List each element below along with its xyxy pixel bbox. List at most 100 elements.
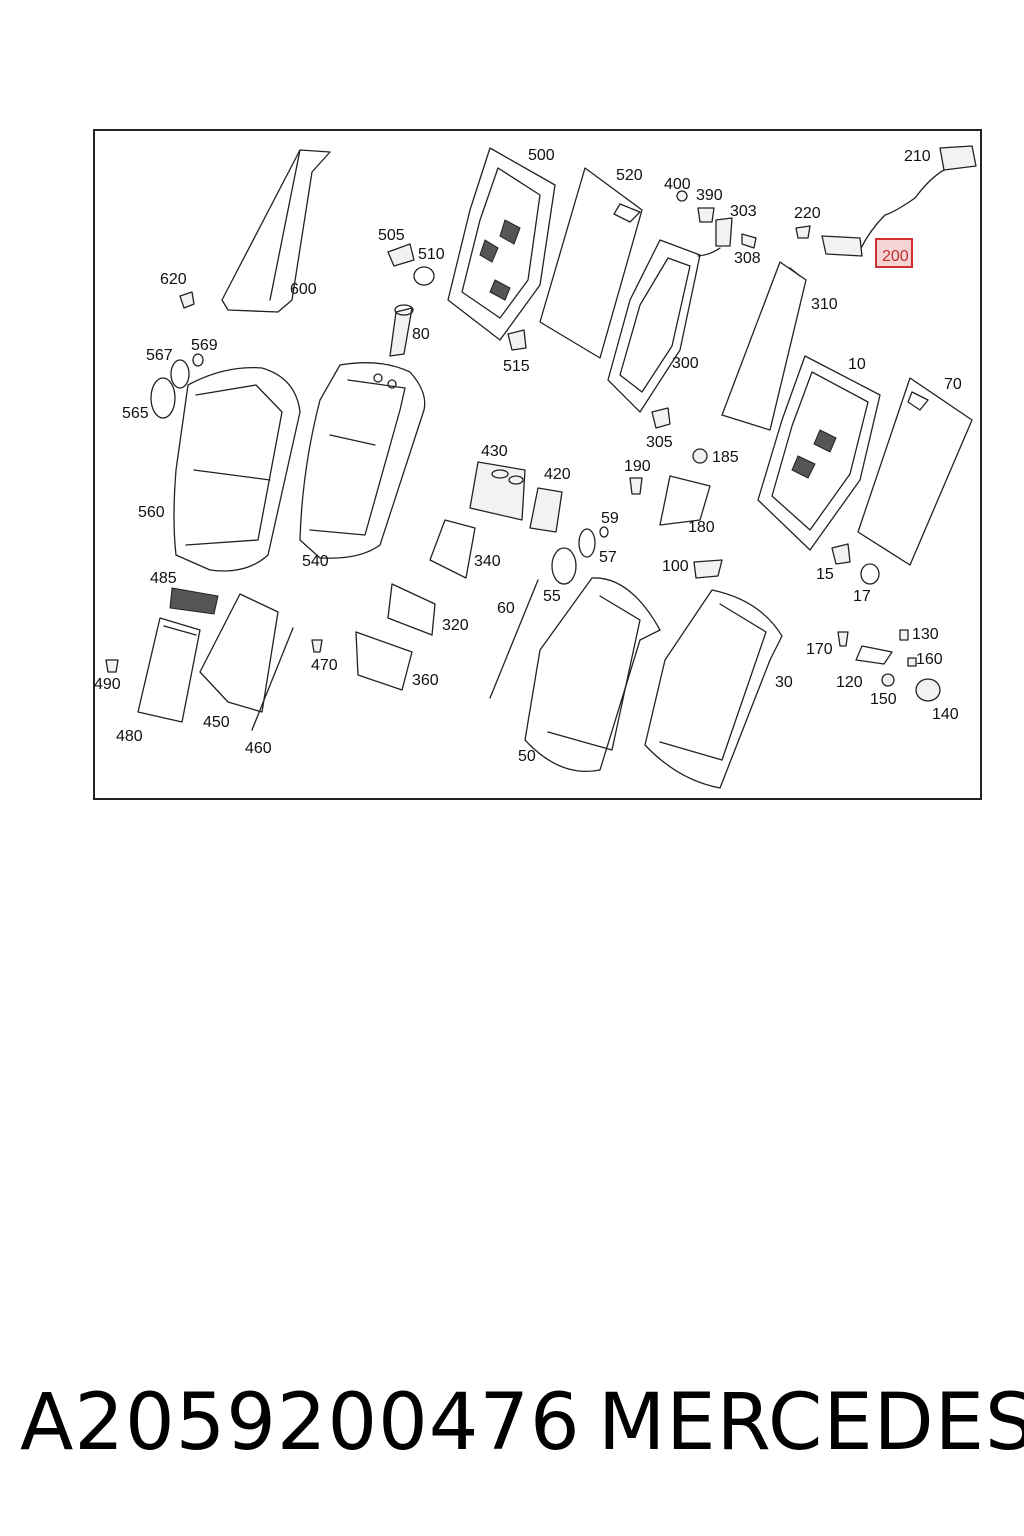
part-15-clip [831,543,851,565]
callout-420: 420 [544,466,571,483]
callout-505: 505 [378,227,405,244]
part-565-disc [150,377,176,419]
part-59-clip [599,526,609,538]
part-57-disc [578,528,596,558]
callout-569: 569 [191,337,218,354]
callout-470: 470 [311,657,338,674]
brand-name-text: MERCEDES [598,1378,1024,1468]
part-55-disc [551,547,577,585]
part-540-backrest-cover [299,362,426,559]
part-505-fastener [387,243,415,267]
callout-210: 210 [904,148,931,165]
part-567-disc [170,359,190,389]
highlight-box-200 [875,238,913,268]
part-400-nut [676,190,688,202]
callout-520: 520 [616,167,643,184]
part-490-clip [105,659,119,673]
part-60-rod [489,579,539,699]
part-140-buckle [915,678,941,702]
callout-180: 180 [688,519,715,536]
callout-150: 150 [870,691,897,708]
callout-57: 57 [599,549,617,566]
callout-490: 490 [94,676,121,693]
part-515-clip [507,329,527,351]
part-80-headrest-guide [389,304,414,357]
callout-303: 303 [730,203,757,220]
callout-15: 15 [816,566,834,583]
callout-500: 500 [528,147,555,164]
callout-600: 600 [290,281,317,298]
callout-430: 430 [481,443,508,460]
callout-190: 190 [624,458,651,475]
part-17-ring [860,563,880,585]
callout-567: 567 [146,347,173,364]
part-170-bolt [837,631,849,647]
callout-80: 80 [412,326,430,343]
part-200-wiring-harness [821,169,945,257]
part-320-cover [387,583,436,636]
callout-17: 17 [853,588,871,605]
callout-320: 320 [442,617,469,634]
part-470-bolt [311,639,323,653]
callout-480: 480 [116,728,143,745]
callout-10: 10 [848,356,866,373]
callout-390: 390 [696,187,723,204]
callout-200: 200 [882,248,909,265]
callout-400: 400 [664,176,691,193]
part-160-clip [907,657,917,667]
part-600-side-panel [221,149,331,313]
callout-185: 185 [712,449,739,466]
part-485-grille [169,587,219,615]
part-560-backrest-cover [173,366,301,572]
part-120-bracket [855,645,893,665]
part-190-bolt [629,477,643,495]
part-390-bracket [697,207,715,223]
callout-300: 300 [672,355,699,372]
callout-565: 565 [122,405,149,422]
callout-460: 460 [245,740,272,757]
part-210-connector [939,145,977,171]
callout-30: 30 [775,674,793,691]
callout-120: 120 [836,674,863,691]
part-150-nut [881,673,895,687]
callout-55: 55 [543,588,561,605]
part-30-seat-cushion [644,589,783,789]
callout-70: 70 [944,376,962,393]
part-300-centre-frame [607,239,721,413]
part-10-backrest-frame [757,355,881,551]
callout-170: 170 [806,641,833,658]
part-180-bracket [659,475,711,526]
part-480-armrest [137,617,201,723]
part-305-clip [651,407,671,429]
callout-160: 160 [916,651,943,668]
callout-100: 100 [662,558,689,575]
callout-340: 340 [474,553,501,570]
part-360-cover [355,631,413,691]
callout-59: 59 [601,510,619,527]
part-303-latch [715,217,733,247]
callout-50: 50 [518,748,536,765]
part-520-pad [539,167,643,359]
part-310-pad [721,261,807,431]
part-130-clip [899,629,909,641]
callout-515: 515 [503,358,530,375]
callout-540: 540 [302,553,329,570]
part-number-text: A2059200476 [20,1378,581,1468]
callout-140: 140 [932,706,959,723]
part-460-strip [251,627,294,731]
part-500-backrest-frame [447,147,556,341]
callout-560: 560 [138,504,165,521]
part-430-bracket [469,461,526,521]
part-450-panel [199,593,279,713]
part-100-clip [693,559,723,579]
callout-360: 360 [412,672,439,689]
part-308-bolt [741,233,757,249]
callout-485: 485 [150,570,177,587]
callout-308: 308 [734,250,761,267]
part-50-seat-cushion [524,577,661,773]
callout-305: 305 [646,434,673,451]
part-510-ring [413,266,435,286]
part-340-cover [429,519,476,579]
part-569-clip [192,353,204,367]
